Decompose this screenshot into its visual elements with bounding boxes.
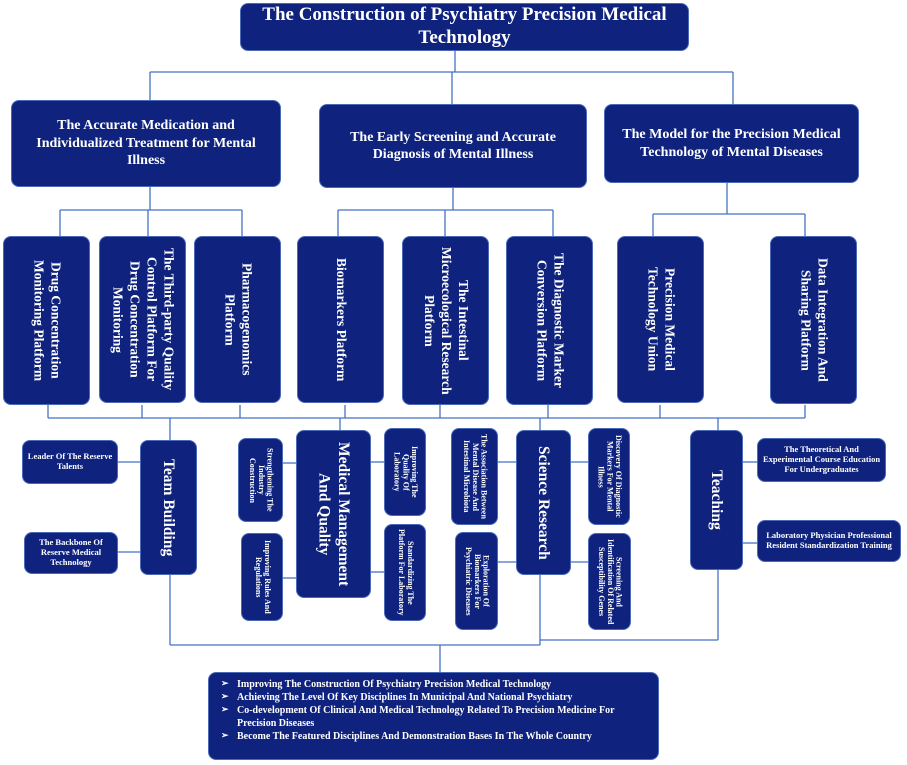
theoretical-item: The Theoretical And Experimental Course …: [757, 438, 886, 482]
association-item: The Association Between Mental Disease A…: [451, 428, 498, 525]
screening-label: The Early Screening and Accurate Diagnos…: [350, 129, 556, 163]
quality-lab-label: Improving The Quality Of Laboratory: [392, 446, 420, 498]
biomarkers-label: Biomarkers Platform: [333, 257, 349, 382]
medication-node: The Accurate Medication and Individualiz…: [11, 100, 281, 187]
laboratory-training-item: Laboratory Physician Professional Reside…: [757, 520, 901, 562]
union-label: Precision Medical Technology Union: [645, 267, 678, 372]
main-title: The Construction of Psychiatry Precision…: [262, 4, 667, 48]
data-sharing-label: Data Integration And Sharing Platform: [798, 258, 831, 382]
leader-label: Leader Of The Reserve Talents: [27, 451, 113, 471]
discovery-label: Discovery Of Diagnostic Markers For Ment…: [596, 435, 624, 518]
exploration-item: Exploration Of Biomarkers For Psychiatri…: [455, 532, 498, 630]
discovery-item: Discovery Of Diagnostic Markers For Ment…: [588, 428, 630, 525]
management-label: Medical Management And Quality: [315, 441, 352, 587]
goal-item: Become The Featured Disciplines And Demo…: [221, 730, 648, 743]
biomarkers-platform: Biomarkers Platform: [297, 236, 384, 403]
team-building-node: Team Building: [140, 440, 197, 575]
third-party-platform: The Third-party Quality Control Platform…: [99, 236, 186, 403]
model-node: The Model for the Precision Medical Tech…: [604, 104, 859, 183]
team-building-label: Team Building: [160, 458, 178, 557]
strengthening-label: Strengthening The Industry Construction: [248, 448, 275, 512]
science-research-node: Science Research: [516, 430, 571, 575]
goal-item: Achieving The Level Of Key Disciplines I…: [221, 691, 648, 704]
science-research-label: Science Research: [535, 445, 553, 560]
goals-list: Improving The Construction Of Psychiatry…: [221, 678, 648, 743]
backbone-item: The Backbone Of Reserve Medical Technolo…: [24, 532, 118, 574]
screening-genes-item: Screening And Identification Of Related …: [588, 533, 631, 630]
goal-item: Co-development Of Clinical And Medical T…: [221, 704, 648, 730]
standardizing-item: Standardizing The Platform For Laborator…: [384, 524, 426, 621]
goal-item: Improving The Construction Of Psychiatry…: [221, 678, 648, 691]
standardizing-label: Standardizing The Platform For Laborator…: [397, 529, 415, 616]
rules-label: Improving Rules And Regulations: [254, 540, 272, 614]
medication-label: The Accurate Medication and Individualiz…: [36, 118, 256, 169]
third-party-label: The Third-party Quality Control Platform…: [110, 248, 177, 391]
laboratory-training-label: Laboratory Physician Professional Reside…: [766, 530, 892, 550]
drug-monitoring-label: Drug Concentration Monitoring Platform: [31, 259, 64, 382]
theoretical-label: The Theoretical And Experimental Course …: [762, 444, 881, 474]
diagnostic-marker-label: The Diagnostic Marker Conversion Platfor…: [534, 253, 567, 388]
strengthening-item: Strengthening The Industry Construction: [238, 438, 283, 522]
main-title-box: The Construction of Psychiatry Precision…: [240, 3, 689, 51]
pharmacogenomics-platform: Pharmacogenomics Platform: [194, 236, 281, 403]
management-node: Medical Management And Quality: [296, 430, 371, 598]
pharmacogenomics-label: Pharmacogenomics Platform: [222, 263, 255, 376]
screening-node: The Early Screening and Accurate Diagnos…: [319, 104, 587, 188]
quality-lab-item: Improving The Quality Of Laboratory: [384, 428, 426, 516]
exploration-label: Exploration Of Biomarkers For Psychiatri…: [464, 546, 491, 616]
model-label: The Model for the Precision Medical Tech…: [622, 127, 841, 160]
data-sharing-platform: Data Integration And Sharing Platform: [770, 236, 857, 404]
teaching-node: Teaching: [690, 430, 743, 570]
intestinal-label: The Intestinal Microecological Research …: [422, 246, 471, 395]
rules-item: Improving Rules And Regulations: [241, 533, 283, 621]
union-platform: Precision Medical Technology Union: [617, 236, 704, 403]
association-label: The Association Between Mental Disease A…: [462, 434, 489, 519]
screening-genes-label: Screening And Identification Of Related …: [597, 538, 624, 625]
backbone-label: The Backbone Of Reserve Medical Technolo…: [39, 537, 103, 567]
goals-box: Improving The Construction Of Psychiatry…: [208, 672, 659, 760]
drug-monitoring-platform: Drug Concentration Monitoring Platform: [3, 236, 90, 405]
intestinal-platform: The Intestinal Microecological Research …: [402, 236, 489, 405]
leader-item: Leader Of The Reserve Talents: [22, 440, 118, 484]
teaching-label: Teaching: [708, 470, 726, 530]
diagnostic-marker-platform: The Diagnostic Marker Conversion Platfor…: [506, 236, 593, 405]
